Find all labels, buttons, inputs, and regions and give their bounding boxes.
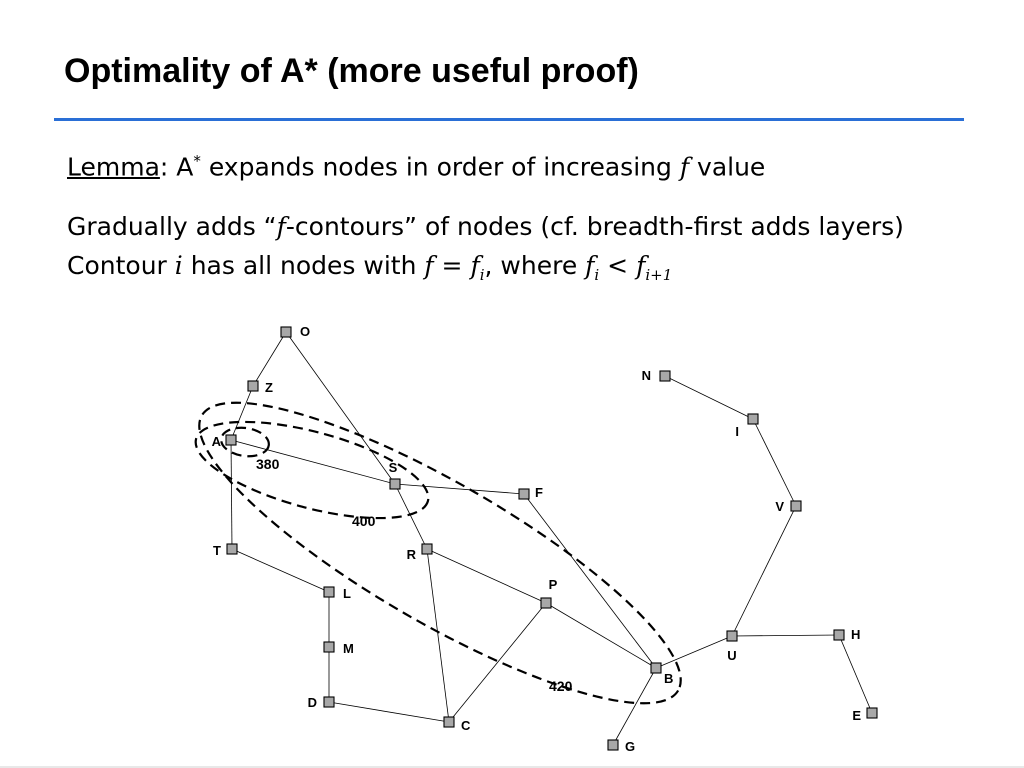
node-label-h: H: [851, 627, 860, 642]
node-label-f: F: [535, 485, 543, 500]
node-label-a: A: [212, 434, 222, 449]
edge-z-a: [230, 385, 254, 441]
node-p: [540, 597, 552, 609]
node-d: [323, 696, 335, 708]
edge-i-n: [664, 375, 754, 420]
edge-r-p: [426, 548, 547, 604]
contour-def-sub-i1: i+1: [645, 266, 673, 284]
edge-t-l: [231, 548, 330, 593]
edge-s-f: [394, 483, 525, 495]
graph-edges: [230, 331, 873, 746]
node-r: [421, 543, 433, 555]
node-label-r: R: [407, 547, 417, 562]
contour-def-line: Contour i has all nodes with f = fi, whe…: [67, 251, 672, 284]
edge-u-v: [731, 505, 797, 637]
contour-def-i: i: [174, 251, 183, 280]
node-o: [280, 326, 292, 338]
node-u: [726, 630, 738, 642]
node-label-d: D: [308, 695, 317, 710]
node-label-v: V: [775, 499, 784, 514]
contour-380: [220, 426, 270, 458]
contours-line: Gradually adds “f-contours” of nodes (cf…: [67, 212, 904, 241]
node-h: [833, 629, 845, 641]
node-label-l: L: [343, 586, 351, 601]
contour-def-a: Contour: [67, 251, 175, 280]
node-label-s: S: [389, 460, 398, 475]
edge-c-p: [448, 602, 547, 723]
edge-h-e: [838, 634, 873, 714]
node-g: [607, 739, 619, 751]
contours-f-symbol: f: [276, 212, 286, 241]
node-label-b: B: [664, 671, 673, 686]
node-t: [226, 543, 238, 555]
node-label-o: O: [300, 324, 310, 339]
edge-f-b: [523, 493, 657, 669]
lemma-colon: :: [159, 152, 169, 182]
node-label-c: C: [461, 718, 471, 733]
contours-text-b: -contours” of nodes (cf. breadth-first a…: [285, 212, 904, 241]
contour-def-sub-i: i: [479, 266, 485, 284]
contour-def-lt: < f: [599, 251, 646, 280]
edge-p-b: [545, 602, 657, 669]
node-c: [443, 716, 455, 728]
graph-nodes: [225, 326, 878, 751]
contour-def-sub-i2: i: [594, 266, 600, 284]
node-e: [866, 707, 878, 719]
contour-label-380: 380: [256, 456, 280, 472]
slide-bottom-border: [0, 766, 1024, 768]
contour-420: [198, 401, 682, 705]
node-label-n: N: [642, 368, 651, 383]
lemma-f-symbol: f: [679, 152, 690, 182]
contour-labels: 380 400 420: [256, 456, 573, 694]
node-label-i: I: [735, 424, 739, 439]
graph-node-labels: O Z A S F T R L P M D C B U H E G N I V: [212, 324, 862, 754]
node-label-m: M: [343, 641, 354, 656]
slide-title: Optimality of A* (more useful proof): [64, 52, 639, 90]
node-v: [790, 500, 802, 512]
node-label-t: T: [213, 543, 221, 558]
edge-a-s: [230, 439, 396, 485]
edge-d-c: [328, 701, 450, 723]
contour-def-eq: f = f: [424, 251, 480, 280]
node-m: [323, 641, 335, 653]
node-label-z: Z: [265, 380, 273, 395]
node-label-p: P: [549, 577, 558, 592]
lemma-line: Lemma: A* expands nodes in order of incr…: [67, 152, 765, 181]
edge-v-i: [752, 418, 797, 507]
node-l: [323, 586, 335, 598]
edge-r-c: [426, 548, 450, 723]
edge-b-u: [655, 635, 733, 669]
f-contours: [194, 401, 682, 705]
edge-a-t: [230, 439, 233, 550]
edge-b-g: [612, 667, 657, 746]
title-divider: [54, 118, 964, 121]
contour-def-fi: f: [585, 251, 595, 280]
edge-o-z: [252, 331, 287, 387]
node-b: [650, 662, 662, 674]
node-s: [389, 478, 401, 490]
contours-text-a: Gradually adds “: [67, 212, 277, 241]
lemma-label: Lemma: [67, 152, 160, 182]
contour-label-420: 420: [549, 678, 573, 694]
lemma-star: *: [193, 152, 201, 170]
contour-def-b: has all nodes with: [182, 251, 425, 280]
node-label-e: E: [852, 708, 861, 723]
node-label-g: G: [625, 739, 635, 754]
lemma-text-a: A: [168, 152, 194, 182]
node-label-u: U: [727, 648, 736, 663]
contour-400: [194, 420, 430, 520]
node-i: [747, 413, 759, 425]
edge-s-r: [394, 483, 428, 550]
edge-o-s: [285, 331, 396, 485]
contour-def-c: , where: [484, 251, 586, 280]
edge-u-h: [731, 634, 840, 637]
lemma-text-mid: expands nodes in order of increasing: [200, 152, 680, 182]
contour-label-400: 400: [352, 513, 376, 529]
node-z: [247, 380, 259, 392]
lemma-text-end: value: [689, 152, 766, 182]
node-f: [518, 488, 530, 500]
node-n: [659, 370, 671, 382]
node-a: [225, 434, 237, 446]
